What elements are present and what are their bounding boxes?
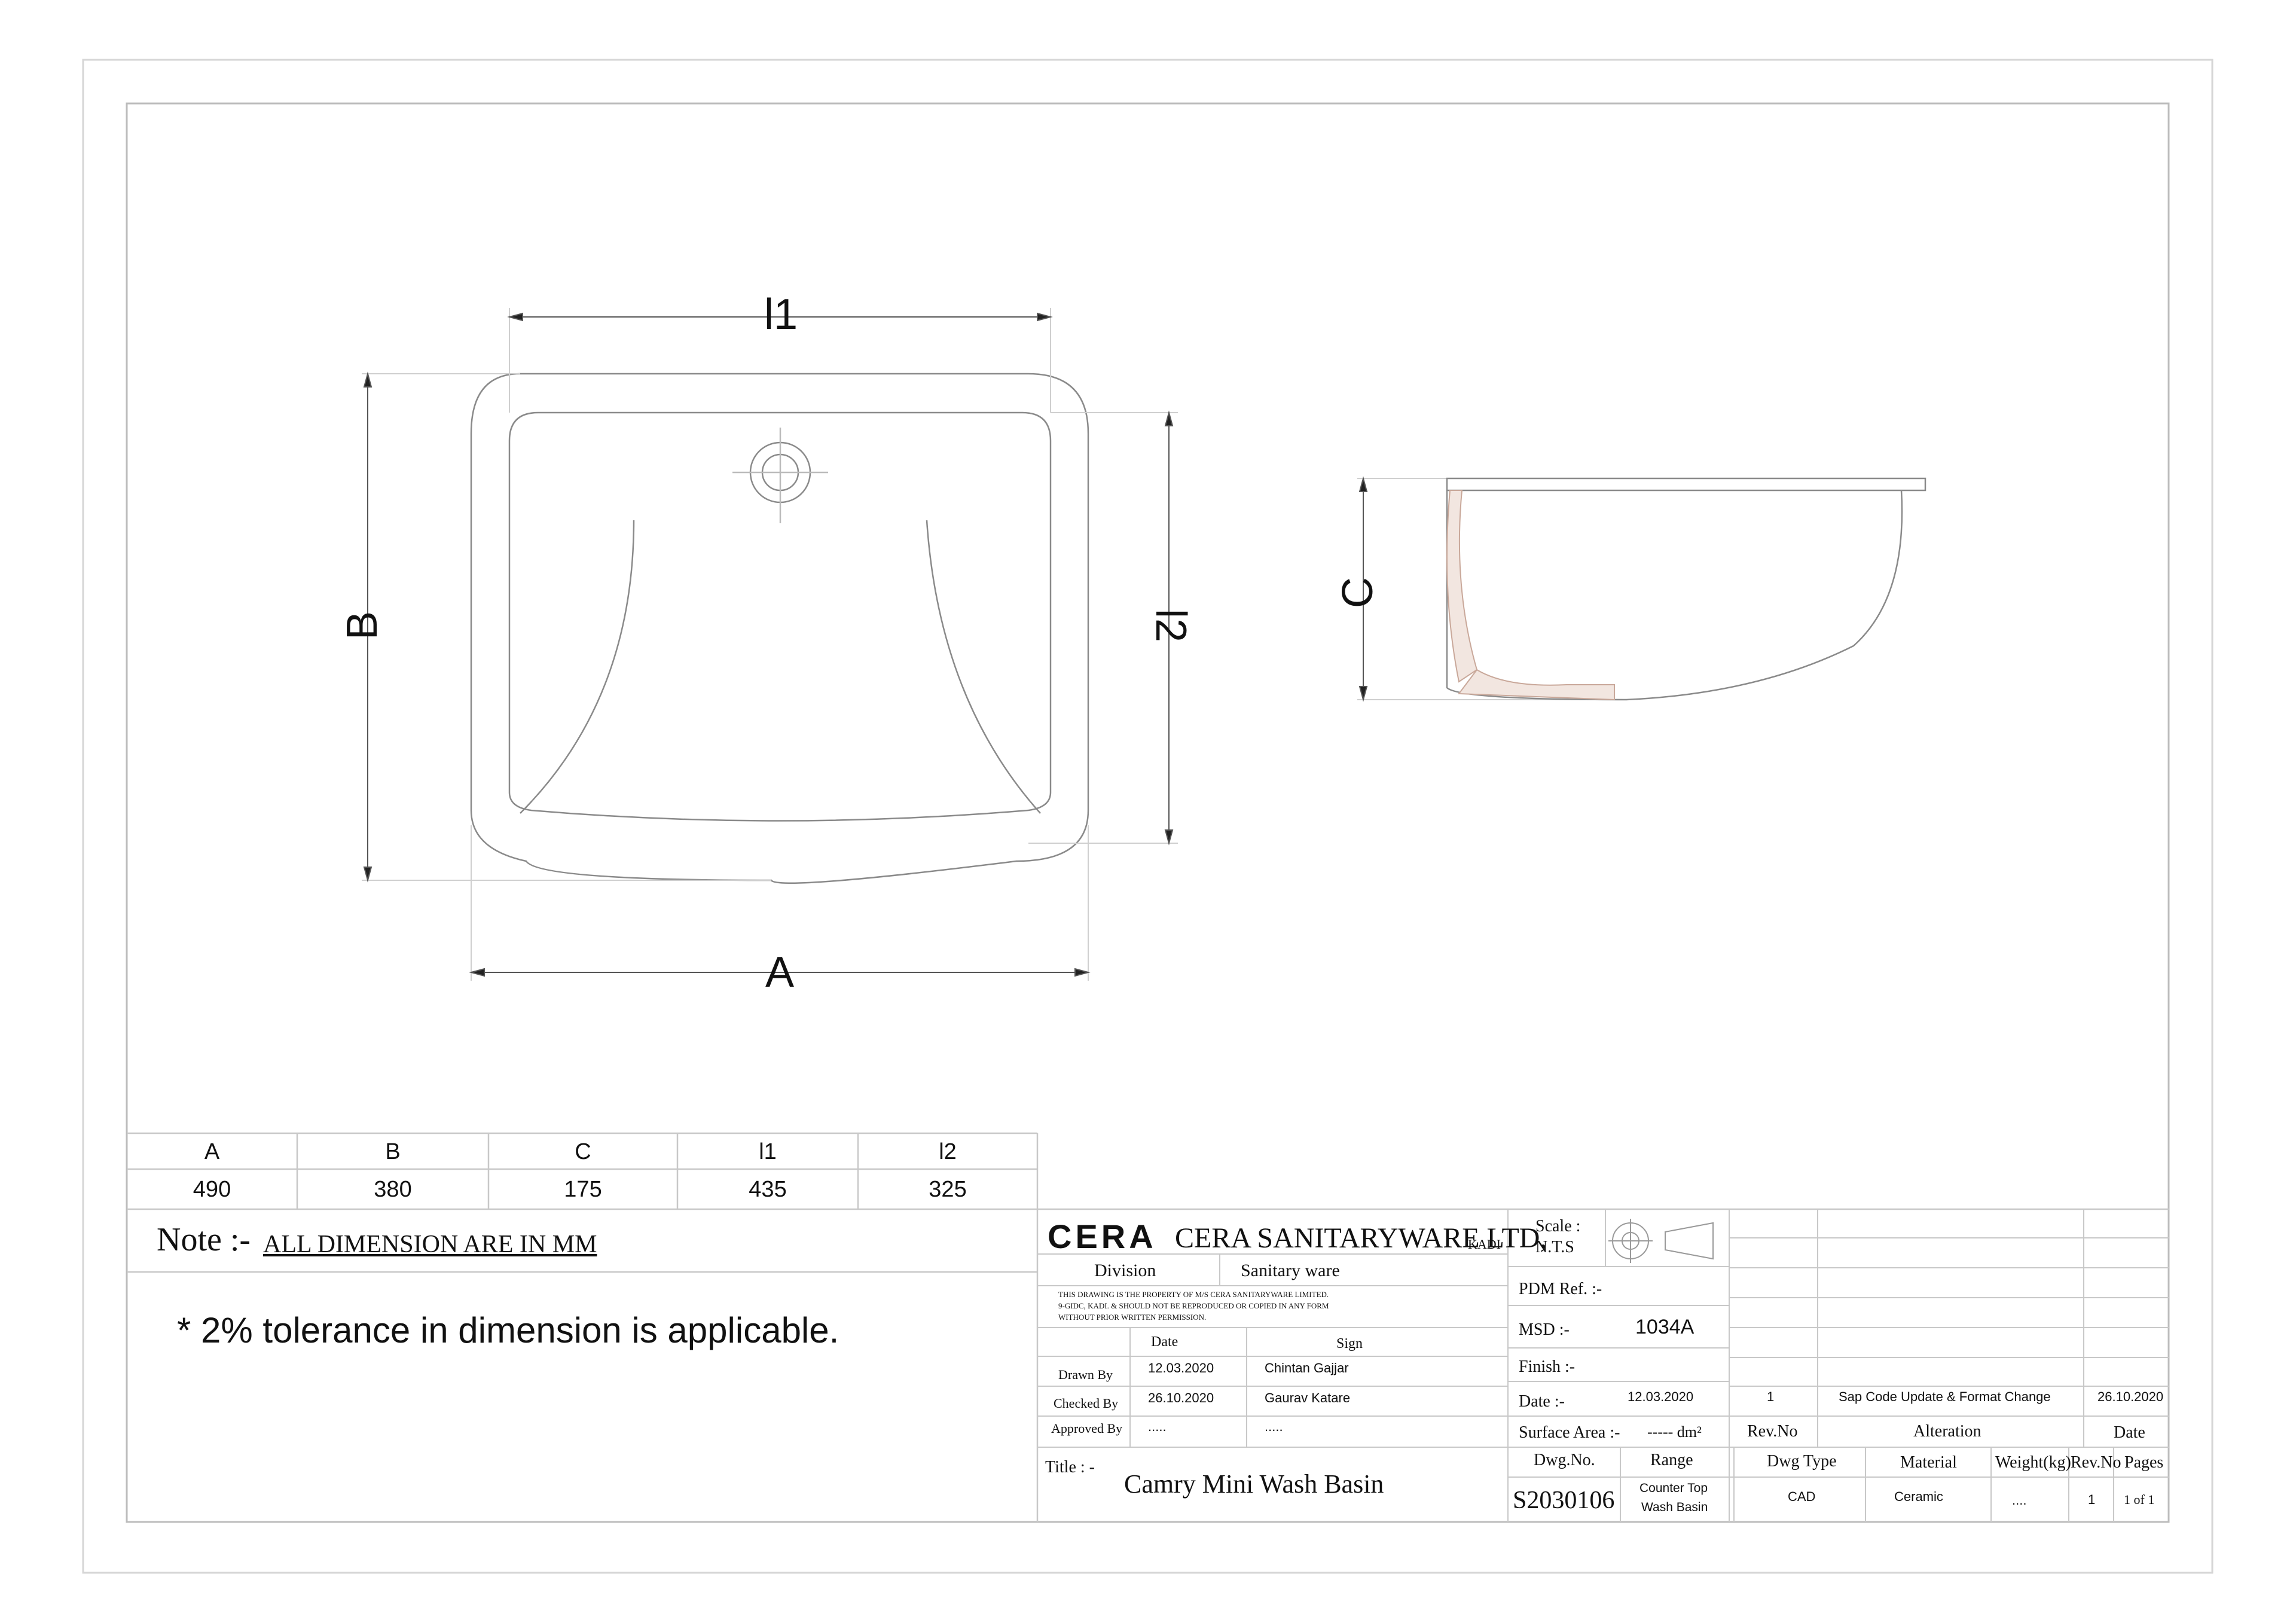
drawn-by-label: Drawn By [1058, 1367, 1113, 1382]
msd-value: 1034A [1635, 1316, 1694, 1338]
dim-table-grid [127, 1132, 2169, 1522]
dwgtype-value: CAD [1788, 1489, 1816, 1504]
company-name: CERA SANITARYWARE LTD, [1175, 1222, 1547, 1254]
date-value: 12.03.2020 [1628, 1389, 1694, 1404]
dim-value-c: 175 [564, 1177, 602, 1202]
title-block-grid [1037, 1209, 2169, 1522]
division-label: Division [1094, 1261, 1156, 1280]
basin-top-view [470, 373, 1089, 884]
dim-label-l2: l2 [1147, 608, 1195, 643]
approval-date-header: Date [1151, 1334, 1178, 1350]
revno-value: 1 [2088, 1492, 2096, 1507]
tolerance-note: * 2% tolerance in dimension is applicabl… [177, 1310, 839, 1350]
side-base [1458, 669, 1615, 701]
side-wall-hatch [1446, 490, 1478, 683]
finish-label: Finish :- [1519, 1357, 1576, 1376]
checked-by-date: 26.10.2020 [1148, 1390, 1214, 1405]
projection-symbol-icon [1608, 1219, 1714, 1263]
range-value-line-2: Wash Basin [1641, 1500, 1708, 1514]
dim-label-c: C [1334, 577, 1382, 608]
revision-alteration-header: Alteration [1913, 1422, 1981, 1441]
disclaimer-line-3: WITHOUT PRIOR WRITTEN PERMISSION. [1058, 1313, 1207, 1322]
division-value: Sanitary ware [1241, 1261, 1340, 1280]
dim-label-l1: l1 [764, 291, 798, 338]
dwgno-value: S2030106 [1513, 1487, 1615, 1514]
basin-outer-rim [470, 373, 1089, 884]
inner-border [126, 102, 2170, 1523]
title-label: Title : - [1045, 1458, 1095, 1476]
msd-label: MSD :- [1519, 1320, 1570, 1339]
basin-right-curve [926, 520, 1041, 814]
dim-header-l1: l1 [759, 1139, 777, 1164]
company-location: KADI [1468, 1237, 1501, 1252]
dim-header-l2: l2 [939, 1139, 957, 1164]
dim-header-c: C [575, 1139, 591, 1164]
revno-label: Rev.No [2071, 1453, 2121, 1472]
surface-area-label: Surface Area :- [1519, 1423, 1620, 1442]
checked-by-label: Checked By [1054, 1396, 1119, 1411]
checked-by-sign: Gaurav Katare [1265, 1390, 1351, 1405]
basin-left-curve [520, 520, 635, 814]
surface-area-value: ----- dm² [1647, 1423, 1702, 1441]
approved-by-label: Approved By [1051, 1421, 1123, 1436]
drawing-title: Camry Mini Wash Basin [1124, 1469, 1384, 1499]
dim-value-b: 380 [374, 1177, 412, 1202]
dim-label-a: A [765, 948, 795, 996]
approval-sign-header: Sign [1336, 1336, 1363, 1352]
side-rim [1446, 477, 1926, 492]
revision-revno-header: Rev.No [1747, 1422, 1798, 1441]
approved-by-sign: ..... [1265, 1419, 1283, 1434]
side-bowl-outline [1446, 490, 1903, 701]
basin-side-view [1446, 477, 1926, 701]
drawn-by-date: 12.03.2020 [1148, 1360, 1214, 1375]
material-value: Ceramic [1894, 1489, 1943, 1504]
note-label: Note :- [157, 1221, 251, 1258]
dim-label-b: B [338, 611, 387, 640]
drawn-by-sign: Chintan Gajjar [1265, 1360, 1349, 1375]
disclaimer-line-1: THIS DRAWING IS THE PROPERTY OF M/S CERA… [1058, 1290, 1329, 1299]
dimension-lines [362, 308, 1614, 981]
dwgtype-label: Dwg Type [1767, 1452, 1837, 1471]
dim-value-l2: 325 [929, 1177, 967, 1202]
outer-border [82, 59, 2213, 1574]
cera-logo: CERA [1048, 1218, 1157, 1255]
pages-label: Pages [2124, 1453, 2164, 1472]
weight-label: Weight(kg) [1995, 1453, 2071, 1472]
dim-header-b: B [385, 1139, 401, 1164]
pages-value: 1 of 1 [2124, 1492, 2155, 1507]
range-value-line-1: Counter Top [1639, 1481, 1708, 1495]
weight-value: .... [2012, 1493, 2027, 1508]
pdm-ref-label: PDM Ref. :- [1519, 1280, 1602, 1298]
range-label: Range [1650, 1451, 1693, 1469]
basin-inner-bowl [508, 411, 1052, 822]
revision-row-alteration: Sap Code Update & Format Change [1839, 1389, 2051, 1404]
dim-header-a: A [204, 1139, 220, 1164]
date-label: Date :- [1519, 1392, 1565, 1411]
material-label: Material [1900, 1453, 1957, 1472]
revision-row-date: 26.10.2020 [2097, 1389, 2164, 1404]
dim-value-a: 490 [193, 1177, 231, 1202]
scale-value: N.T.S [1535, 1238, 1574, 1256]
revision-date-header: Date [2114, 1423, 2145, 1442]
scale-label: Scale : [1535, 1217, 1581, 1235]
revision-row-rev: 1 [1767, 1389, 1775, 1404]
note-text: ALL DIMENSION ARE IN MM [263, 1231, 597, 1258]
dwgno-label: Dwg.No. [1534, 1451, 1595, 1469]
approved-by-date: ..... [1148, 1419, 1167, 1434]
dim-value-l1: 435 [749, 1177, 787, 1202]
disclaimer-line-2: 9-GIDC, KADI. & SHOULD NOT BE REPRODUCED… [1058, 1301, 1329, 1310]
